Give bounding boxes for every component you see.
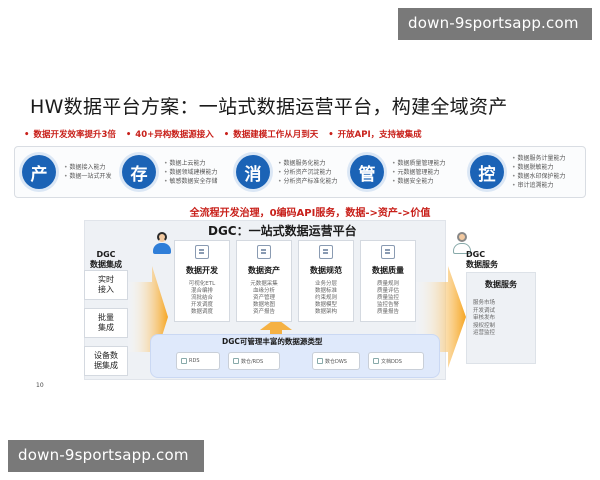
band-consume: 消 数据服务化能力分析资产沉淀能力分析资产标准化能力 (236, 151, 337, 193)
dev-icon (195, 245, 209, 259)
band-circle: 产 (22, 155, 56, 189)
highlight-item: •数据开发效率提升3倍 (24, 130, 116, 140)
band-circle: 存 (122, 155, 156, 189)
band-circle: 消 (236, 155, 270, 189)
band-lines: 数据服务化能力分析资产沉淀能力分析资产标准化能力 (278, 159, 337, 186)
developer-icon (152, 232, 172, 254)
band-lines: 数据上云能力数据领域建模能力敏感数据安全存储 (164, 159, 217, 186)
database-icon (181, 358, 187, 364)
source-item: 数仓/RDS (228, 352, 280, 370)
highlight-item: •40+异构数据源接入 (125, 130, 214, 140)
panel-lines: 服务市场开发调试审核发布授权控制运营监控 (473, 300, 496, 336)
data-service-panel: 数据服务 服务市场开发调试审核发布授权控制运营监控 (466, 272, 536, 364)
source-item: 文档DDS (368, 352, 424, 370)
band-store: 存 数据上云能力数据领域建模能力敏感数据安全存储 (122, 151, 217, 193)
band-control: 控 数据服务计量能力数据脱敏能力数据水印保护能力审计追溯能力 (470, 151, 565, 193)
database-icon (317, 358, 323, 364)
column-lines: 业务分层数据标准约束规则数据模型数据架构 (314, 281, 337, 315)
flow-subtitle: 全流程开发治理，0编码API服务，数据->资产->价值 (189, 208, 431, 219)
left-box-batch: 批量集成 (84, 308, 128, 338)
column-standards: 数据规范 业务分层数据标准约束规则数据模型数据架构 (298, 240, 354, 322)
slide-title: HW数据平台方案：一站式数据运营平台，构建全域资产 (30, 96, 508, 118)
column-title: 数据开发 (186, 266, 218, 275)
watermark-bottom: down-9sportsapp.com (8, 440, 204, 472)
left-box-realtime: 实时接入 (84, 270, 128, 300)
band-manage: 管 数据质量管理能力元数据管理能力数据安全能力 (350, 151, 445, 193)
quality-icon (381, 245, 395, 259)
column-title: 数据资产 (248, 266, 280, 275)
highlights-row: •数据开发效率提升3倍 •40+异构数据源接入 •数据建模工作从月到天 •开放A… (24, 128, 584, 140)
column-title: 数据规范 (310, 266, 342, 275)
assets-icon (257, 245, 271, 259)
database-icon (233, 358, 239, 364)
highlight-item: •数据建模工作从月到天 (223, 130, 319, 140)
band-lines: 数据服务计量能力数据脱敏能力数据水印保护能力审计追溯能力 (512, 154, 565, 190)
column-quality: 数据质量 质量规则质量评估质量监控监控告警质量报告 (360, 240, 416, 322)
left-box-device: 设备数据集成 (84, 346, 128, 376)
watermark-top: down-9sportsapp.com (398, 8, 592, 40)
band-lines: 数据质量管理能力元数据管理能力数据安全能力 (392, 159, 445, 186)
source-item: RDS (176, 352, 220, 370)
panel-title: 数据服务 (485, 280, 517, 289)
column-title: 数据质量 (372, 266, 404, 275)
standards-icon (319, 245, 333, 259)
up-arrow-icon (260, 318, 292, 340)
band-produce: 产 数据接入能力数据一站式开发 (22, 151, 111, 193)
band-circle: 管 (350, 155, 384, 189)
column-assets: 数据资产 元数据采集血缘分析资产管理数据地图资产报告 (236, 240, 292, 322)
column-lines: 质量规则质量评估质量监控监控告警质量报告 (376, 281, 399, 315)
dgc-title: DGC：一站式数据运营平台 (208, 224, 357, 238)
band-lines: 数据接入能力数据一站式开发 (64, 163, 111, 181)
analyst-icon (452, 232, 472, 254)
column-lines: 元数据采集血缘分析资产管理数据地图资产报告 (250, 281, 278, 315)
band-circle: 控 (470, 155, 504, 189)
page-number: 10 (36, 382, 44, 389)
data-source-title: DGC可管理丰富的数据源类型 (222, 337, 323, 346)
highlight-item: •开放API，支持被集成 (328, 130, 422, 140)
database-icon (373, 358, 379, 364)
source-item: 数仓DWS (312, 352, 360, 370)
